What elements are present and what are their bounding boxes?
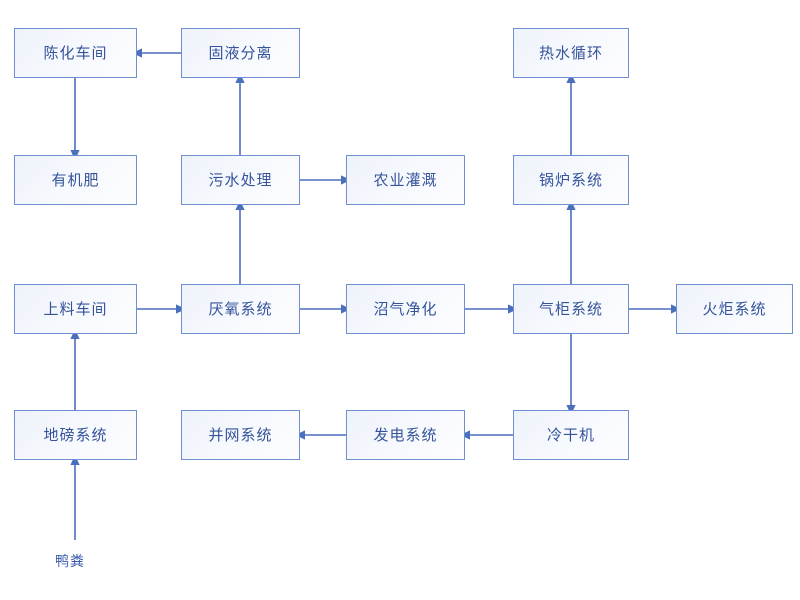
node-shangliao[interactable]: 上料车间 [14,284,137,334]
node-guolu[interactable]: 锅炉系统 [513,155,629,205]
edge-yanyang-to-zhaoqi [300,304,351,314]
free-label-yafen: 鸭粪 [55,554,85,570]
node-label-reshui: 热水循环 [538,43,603,62]
edge-yanyang-to-wushui [235,200,245,284]
node-nongye[interactable]: 农业灌溉 [346,155,465,205]
node-youjifei[interactable]: 有机肥 [14,155,137,205]
edge-qigui-to-lengganji [566,334,576,415]
node-label-wushui: 污水处理 [208,170,273,189]
node-yanyang[interactable]: 厌氧系统 [181,284,300,334]
node-label-bingwang: 并网系统 [208,425,273,444]
edge-wushui-to-guye [235,73,245,155]
node-label-lengganji: 冷干机 [546,425,595,444]
edge-dibang-to-shangliao [70,329,80,410]
edge-shangliao-to-yanyang [137,304,186,314]
node-label-huoju: 火炬系统 [702,299,767,318]
node-label-youjifei: 有机肥 [51,170,100,189]
edge-lengganji-to-fadian [460,430,513,440]
node-label-nongye: 农业灌溉 [373,170,438,189]
edge-chenhua-to-youjifei [70,78,80,160]
edge-qigui-to-guolu [566,200,576,284]
node-chenhua[interactable]: 陈化车间 [14,28,137,78]
node-fadian[interactable]: 发电系统 [346,410,465,460]
node-zhaoqi[interactable]: 沼气净化 [346,284,465,334]
node-bingwang[interactable]: 并网系统 [181,410,300,460]
edge-zhaoqi-to-qigui [465,304,518,314]
node-label-yanyang: 厌氧系统 [208,299,273,318]
node-label-zhaoqi: 沼气净化 [373,299,438,318]
edge-guolu-to-reshui [566,73,576,155]
node-label-chenhua: 陈化车间 [43,43,108,62]
edge-yafen-to-dibang [70,455,80,540]
node-guye[interactable]: 固液分离 [181,28,300,78]
node-label-shangliao: 上料车间 [43,299,108,318]
node-label-fadian: 发电系统 [373,425,438,444]
edge-wushui-to-nongye [300,175,351,185]
node-label-dibang: 地磅系统 [43,425,108,444]
node-wushui[interactable]: 污水处理 [181,155,300,205]
edge-fadian-to-bingwang [295,430,346,440]
node-label-guolu: 锅炉系统 [538,170,603,189]
node-huoju[interactable]: 火炬系统 [676,284,793,334]
edge-guye-to-chenhua [132,48,181,58]
node-qigui[interactable]: 气柜系统 [513,284,629,334]
node-lengganji[interactable]: 冷干机 [513,410,629,460]
node-reshui[interactable]: 热水循环 [513,28,629,78]
node-label-qigui: 气柜系统 [538,299,603,318]
edge-qigui-to-huoju [629,304,681,314]
node-dibang[interactable]: 地磅系统 [14,410,137,460]
node-label-guye: 固液分离 [208,43,273,62]
